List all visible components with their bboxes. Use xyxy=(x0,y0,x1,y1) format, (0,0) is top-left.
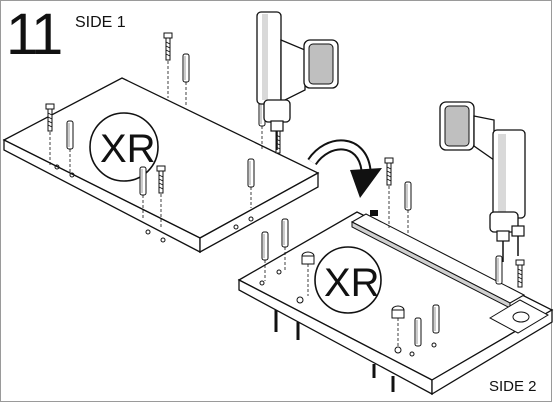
power-drill-icon xyxy=(439,101,526,262)
screw-icon xyxy=(163,32,173,61)
side-1-label: SIDE 1 xyxy=(75,14,126,31)
xr-mark-circle-2 xyxy=(314,246,382,314)
wooden-dowel-icon xyxy=(139,166,147,196)
wooden-dowel-icon xyxy=(66,120,74,150)
step-number: 11 xyxy=(6,2,63,67)
cam-lock-icon xyxy=(391,305,405,346)
wooden-dowel-icon xyxy=(261,231,269,261)
cam-lock-icon xyxy=(301,251,315,296)
wooden-dowel-icon xyxy=(404,181,412,211)
side-2-label: SIDE 2 xyxy=(489,378,537,395)
wooden-dowel-icon xyxy=(182,53,190,83)
wooden-dowel-icon xyxy=(432,304,440,334)
wooden-dowel-icon xyxy=(247,158,255,188)
panel-side-1: XR xyxy=(2,77,320,254)
side-2-hardware xyxy=(261,157,525,392)
power-drill-icon xyxy=(256,11,339,150)
wooden-dowel-icon xyxy=(281,218,289,248)
screw-icon xyxy=(515,259,525,288)
side-1-hardware xyxy=(45,32,283,228)
panel-side-2: XR xyxy=(237,211,554,396)
wooden-dowel-icon xyxy=(414,317,422,347)
curved-arrow-icon xyxy=(307,139,382,198)
xr-mark-2: XR xyxy=(324,261,380,305)
xr-mark-circle-1 xyxy=(89,112,159,182)
wooden-dowel-icon xyxy=(495,255,503,285)
screw-icon xyxy=(384,157,394,186)
xr-mark-1: XR xyxy=(100,127,156,171)
